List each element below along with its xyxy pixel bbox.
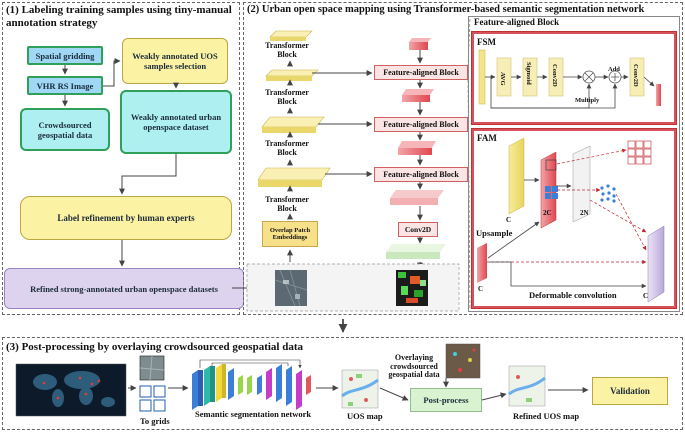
transformer-stack [257,30,373,262]
grid-cell-4 [153,399,166,412]
label-refinement-box: Label refinement by human experts [20,196,232,240]
kernel-grid-icon [627,140,652,165]
section2-title: (2) Urban open space mapping using Trans… [247,4,645,15]
fam-yellow-map [508,137,525,215]
transformer-slab-2 [265,69,319,81]
decoder-slab-3 [398,141,436,155]
fam-2c-label: 2C [543,209,552,217]
vhr-rs-image-box: VHR RS Image [27,76,103,95]
fam-upsample-label: Upsample [476,228,513,238]
fsm-sigmoid-label: Sigmoid [525,62,532,85]
refined-uos-map-label: Refined UOS map [513,411,580,421]
fam-deformable-label: Deformable convolution [529,290,617,300]
to-grids-label: To grids [140,416,170,426]
section3-title: (3) Post-processing by overlaying crowds… [6,341,303,353]
offset-grid-icon [600,184,616,203]
transformer-slab-4 [257,167,331,187]
section1-title-line1: (1) Labeling training samples using tiny… [6,4,232,16]
fsm-avg-label: AVG [499,72,506,86]
fsm-input-bar [478,49,486,105]
seg-network-icon [192,359,311,410]
decoder-slab-5 [386,244,446,259]
fam-c-label-1: C [506,216,512,224]
fam-title: FAM [477,133,497,143]
section1-panel [2,2,240,315]
transformer-block-label-4: Transformer Block [265,195,309,213]
transformer-slab-3 [261,116,325,133]
section2-panel [243,2,683,315]
fsm-output-bar [656,84,661,106]
grid-cell-3 [139,399,152,412]
section1-connectors [62,58,267,291]
input-image-area [246,263,460,312]
fam-diagram [477,137,665,303]
validation-box: Validation [592,377,668,405]
fab-panel-title: Feature-aligned Block [474,17,560,27]
feature-aligned-block-1: Feature-aligned Block [374,65,468,80]
overlap-patch-box: Overlap Patch Embeddings [262,221,318,247]
decoder-slab-4 [390,190,444,205]
fsm-conv-label: Conv2D [551,64,558,87]
decoder-slab-2 [402,89,434,102]
spatial-gridding-box: Spatial gridding [27,46,103,65]
world-map-image [15,363,127,417]
fsm-multiply-label: Multiply [575,97,600,104]
fsm-title: FSM [477,37,496,47]
uos-map-label: UOS map [347,411,383,421]
transformer-slab-1 [269,30,313,41]
feature-aligned-block-2: Feature-aligned Block [374,117,468,132]
feature-aligned-block-3: Feature-aligned Block [374,167,468,182]
fam-white-map [572,145,591,223]
refined-datasets-box: Refined strong-annotated urban openspace… [4,268,244,309]
decoder-stack [386,17,471,311]
seg-network-label: Semantic segmentation network [195,409,312,419]
crowdsourced-data-box: Crowdsourced geospatial data [20,108,110,151]
transformer-block-label-3: Transformer Block [265,139,309,157]
fam-2n-label: 2N [580,209,589,217]
section3-graphics [15,343,589,417]
fsm-diagram [478,49,661,109]
section1-title-line2: annotation strategy [6,17,98,29]
grid-cell-1 [139,385,152,398]
fsm-conv-out-label: Conv2D [632,64,639,87]
fsm-add-label: Add [608,66,620,73]
fam-upsample-input [477,243,487,283]
decoder-slab-1 [409,38,431,50]
transformer-block-label-1: Transformer Block [265,41,309,59]
transformer-block-label-2: Transformer Block [265,88,309,106]
conv2d-box: Conv2D [398,222,438,237]
fam-output-map [647,225,665,303]
weak-dataset-box: Weakly annotated urban openspace dataset [120,90,232,154]
post-process-box: Post-process [410,388,482,412]
fam-c-label-3: C [643,292,649,300]
overlay-caption: Overlaying crowdsourced geospatial data [388,353,440,380]
grid-cell-2 [153,385,166,398]
fam-c-label-2: C [478,285,484,293]
section3-panel [2,337,683,430]
